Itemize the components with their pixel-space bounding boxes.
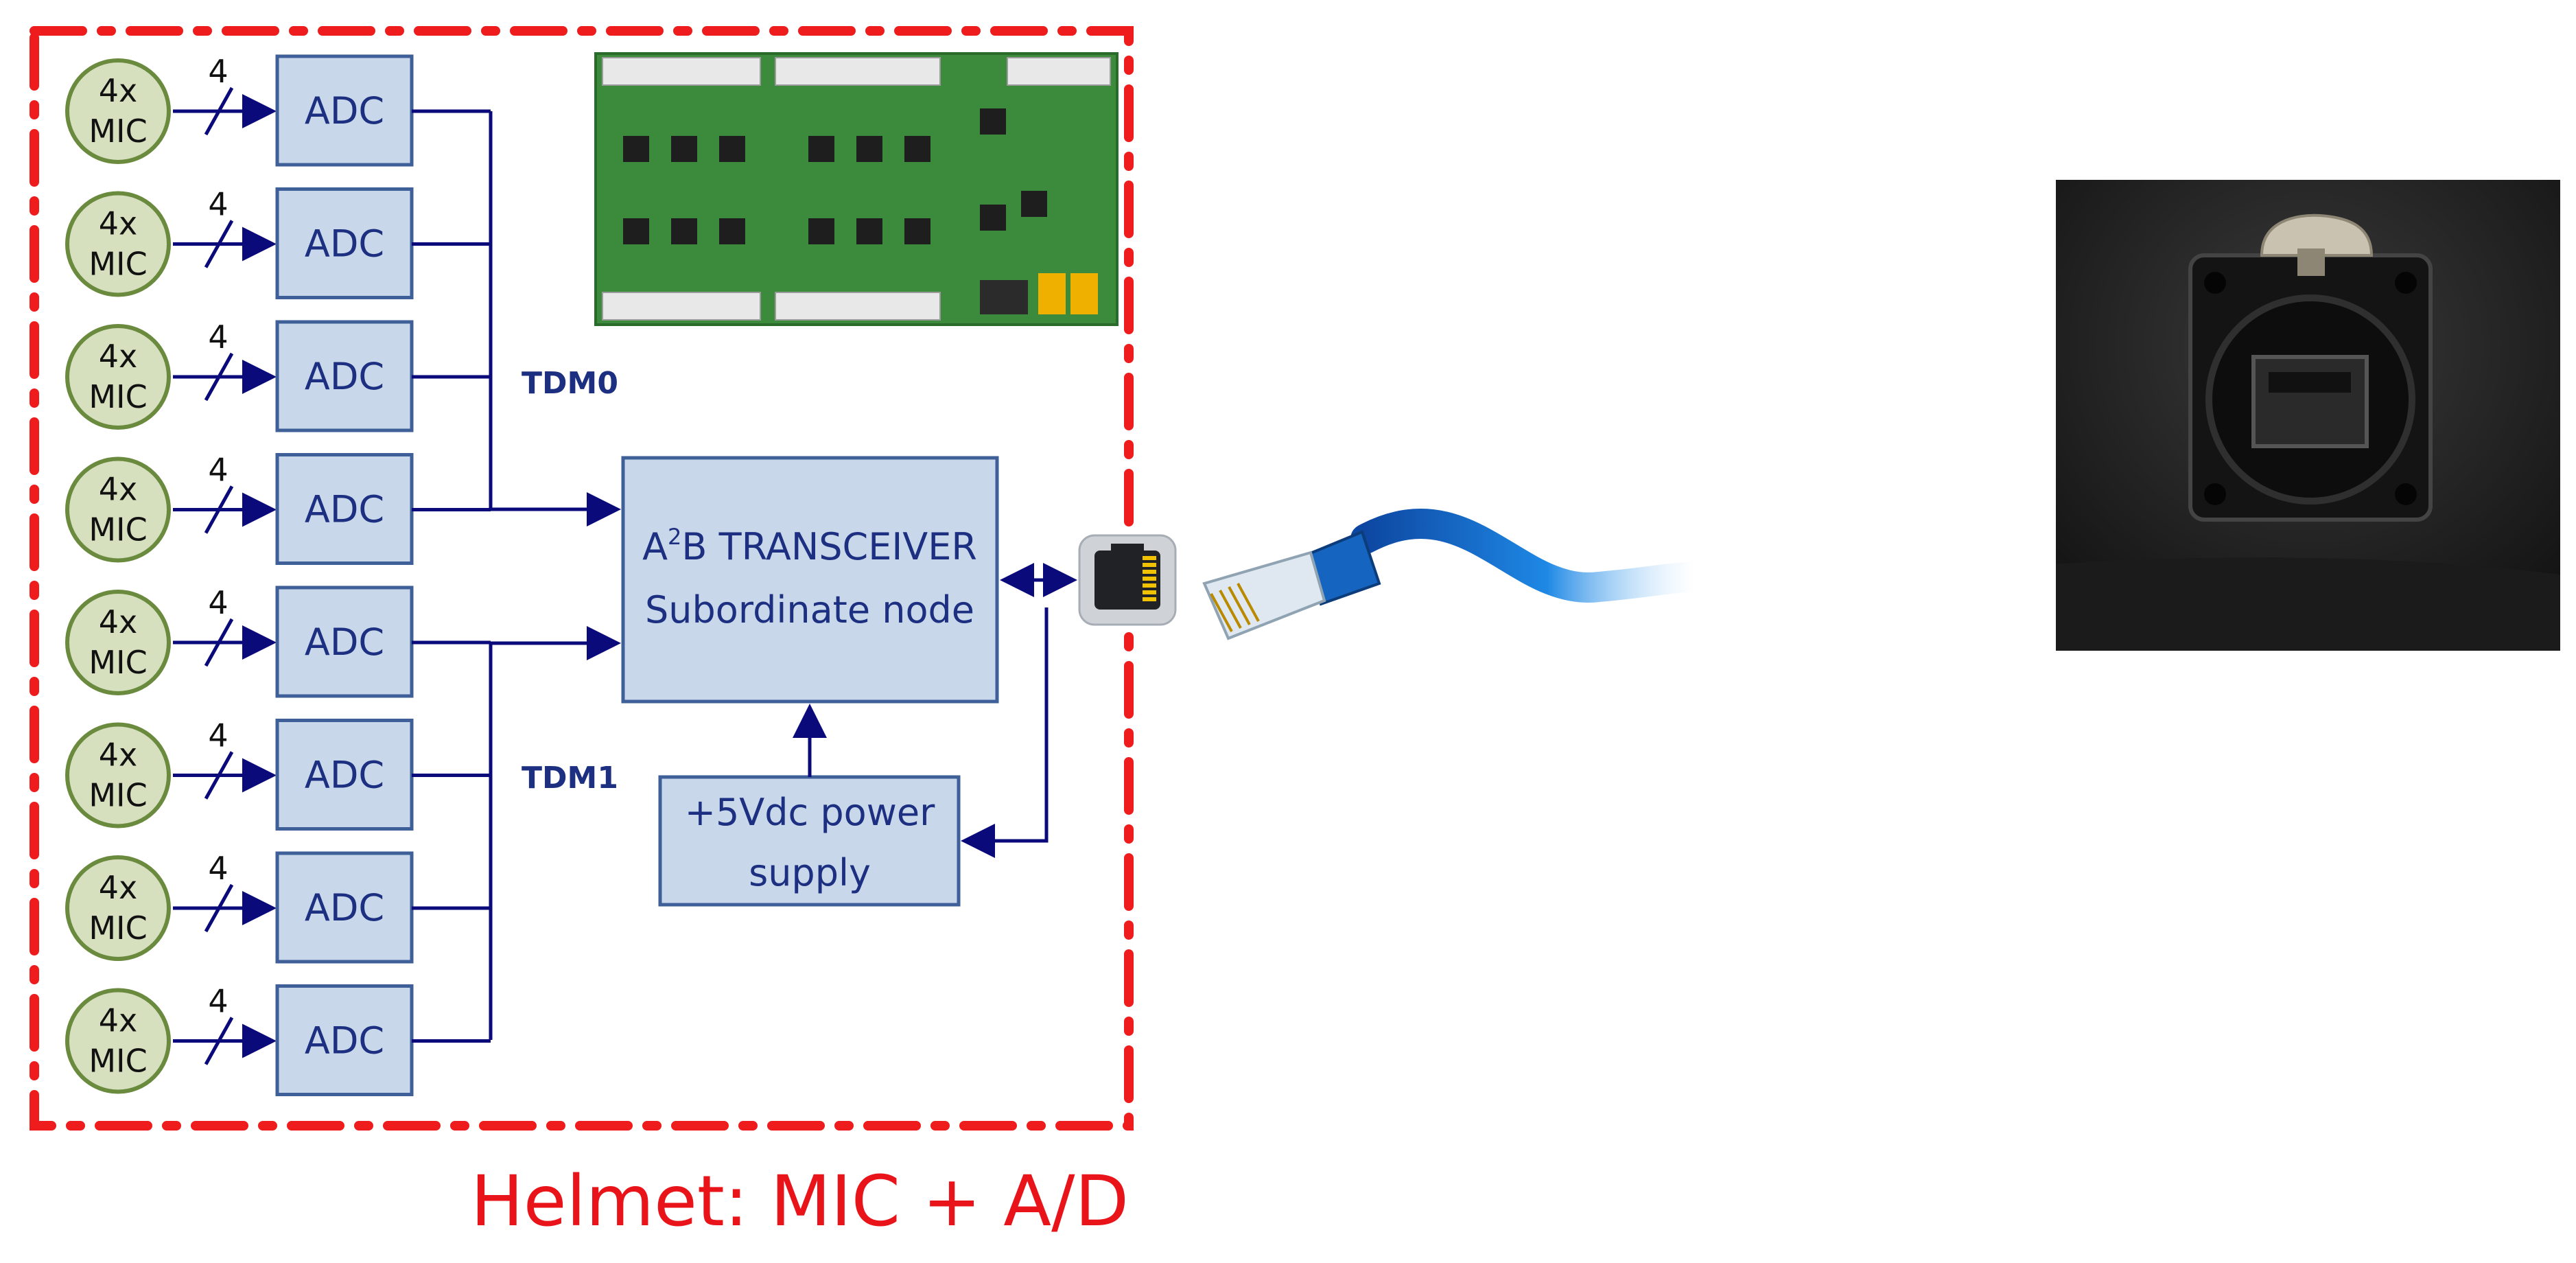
bus-width-label: 4 bbox=[208, 186, 228, 223]
mic-label: MIC bbox=[89, 644, 147, 681]
adc-label: ADC bbox=[305, 886, 384, 929]
mic-count-label: 4x bbox=[99, 72, 138, 109]
bus-slash bbox=[204, 883, 234, 933]
mic-count-label: 4x bbox=[99, 1002, 138, 1039]
adc-label: ADC bbox=[305, 488, 384, 531]
adc-label: ADC bbox=[305, 1019, 384, 1063]
pcb-chip bbox=[1021, 191, 1047, 217]
bus-width-label: 4 bbox=[208, 584, 228, 621]
pcb-chip bbox=[719, 136, 745, 162]
bus-slash bbox=[204, 618, 234, 667]
pcb-chip bbox=[623, 218, 649, 244]
mic-array-7 bbox=[65, 855, 171, 961]
power-supply-label-line2: supply bbox=[749, 851, 871, 894]
mic-count-label: 4x bbox=[99, 471, 138, 508]
pcb-chip bbox=[623, 136, 649, 162]
bus-slash bbox=[204, 220, 234, 268]
a2b-transceiver-block: A2B TRANSCEIVER Subordinate node bbox=[621, 456, 999, 704]
adc-block-2 bbox=[275, 187, 414, 299]
mic-adc-channels: 4xMIC4ADC4xMIC4ADC4xMIC4ADC4xMIC4ADC4xMI… bbox=[65, 53, 491, 1096]
rj45-to-power-wire bbox=[961, 607, 1049, 858]
pcb-chip bbox=[808, 136, 834, 162]
adc-block-4 bbox=[275, 453, 414, 565]
mic-array-5 bbox=[65, 590, 171, 695]
mic-label: MIC bbox=[89, 909, 147, 947]
mic-label: MIC bbox=[89, 1043, 147, 1080]
mic-array-6 bbox=[65, 722, 171, 829]
pcb-chip bbox=[671, 136, 697, 162]
adc-label: ADC bbox=[305, 89, 384, 132]
mic-label: MIC bbox=[89, 246, 147, 283]
bus-width-label: 4 bbox=[208, 452, 228, 489]
mic-count-label: 4x bbox=[99, 603, 138, 640]
bus-slash bbox=[204, 352, 234, 402]
transceiver-title: A2B TRANSCEIVER bbox=[642, 524, 977, 568]
pcb-chip bbox=[671, 218, 697, 244]
adc-block-8 bbox=[275, 984, 414, 1096]
adc-label: ADC bbox=[305, 621, 384, 664]
mic-count-label: 4x bbox=[99, 737, 138, 774]
mic-array-8 bbox=[65, 988, 171, 1094]
transceiver-subtitle: Subordinate node bbox=[645, 588, 974, 632]
bus-slash bbox=[204, 86, 234, 136]
mic-label: MIC bbox=[89, 511, 147, 548]
helmet-caption: Helmet: MIC + A/D bbox=[471, 1161, 1129, 1242]
pcb-chip bbox=[808, 218, 834, 244]
bus-slash bbox=[204, 485, 234, 534]
mic-count-label: 4x bbox=[99, 869, 138, 906]
adc-label: ADC bbox=[305, 754, 384, 797]
mic-label: MIC bbox=[89, 113, 147, 150]
adc-label: ADC bbox=[305, 355, 384, 398]
tdm0-label: TDM0 bbox=[522, 366, 618, 401]
pcb-chip bbox=[856, 136, 882, 162]
adc-label: ADC bbox=[305, 222, 384, 266]
mic-array-2 bbox=[65, 191, 171, 297]
adc-block-1 bbox=[275, 54, 414, 167]
mic-array-1 bbox=[65, 58, 171, 164]
rj45-port-icon bbox=[1078, 534, 1177, 626]
ethernet-cable-icon bbox=[1202, 509, 1710, 640]
pcb-chip bbox=[719, 218, 745, 244]
mic-label: MIC bbox=[89, 777, 147, 814]
power-supply-label-line1: +5Vdc power bbox=[685, 791, 935, 834]
mic-array-4 bbox=[65, 456, 171, 563]
bus-slash bbox=[204, 751, 234, 800]
tdm-bus-wires bbox=[489, 111, 621, 1040]
power-supply-block: +5Vdc power supply bbox=[658, 775, 961, 907]
pcb-chip bbox=[904, 218, 930, 244]
bus-width-label: 4 bbox=[208, 983, 228, 1020]
mic-label: MIC bbox=[89, 378, 147, 415]
bus-slash bbox=[204, 1017, 234, 1065]
panel-connector-photo-icon bbox=[2056, 180, 2560, 651]
mic-array-3 bbox=[65, 324, 171, 430]
adc-block-7 bbox=[275, 851, 414, 964]
tdm1-label: TDM1 bbox=[522, 761, 618, 796]
pcb-chip bbox=[980, 205, 1006, 231]
pcb-photo-icon bbox=[594, 52, 1119, 326]
bus-width-label: 4 bbox=[208, 53, 228, 90]
mic-count-label: 4x bbox=[99, 205, 138, 242]
adc-block-5 bbox=[275, 586, 414, 698]
pcb-chip bbox=[904, 136, 930, 162]
bus-width-label: 4 bbox=[208, 717, 228, 754]
pcb-chip bbox=[856, 218, 882, 244]
pcb-chip bbox=[980, 108, 1006, 135]
bus-width-label: 4 bbox=[208, 850, 228, 887]
bus-width-label: 4 bbox=[208, 318, 228, 356]
mic-count-label: 4x bbox=[99, 338, 138, 375]
